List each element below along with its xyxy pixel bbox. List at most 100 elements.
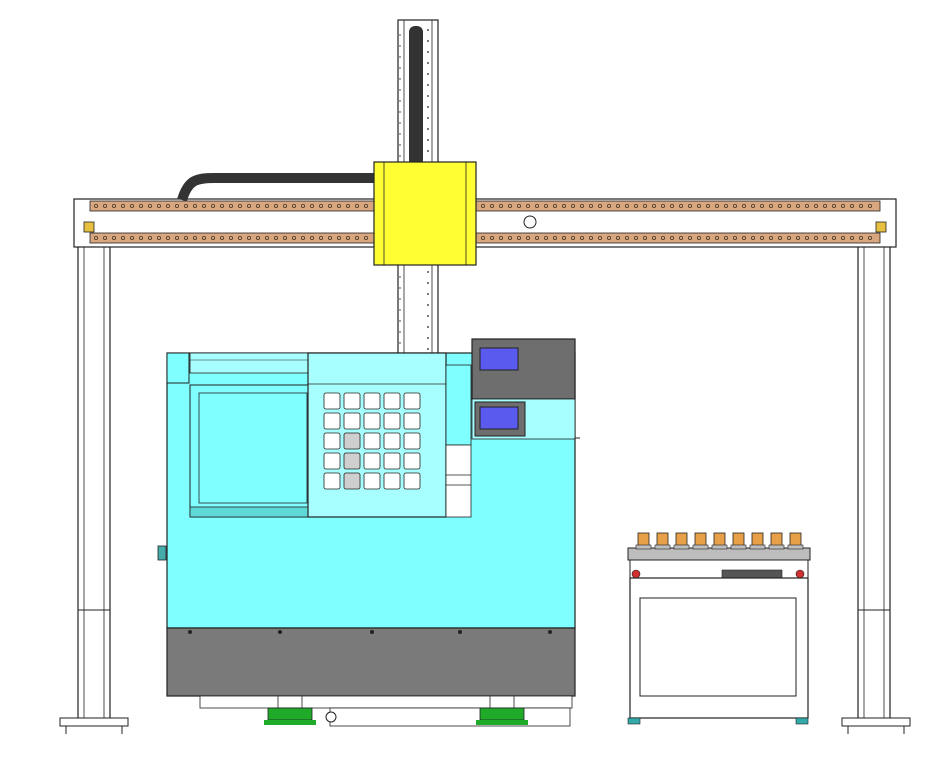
- rail-bolt: [805, 203, 810, 208]
- rail-bolt: [165, 235, 170, 240]
- rail-bolt: [832, 235, 837, 240]
- rail-bolt: [625, 203, 630, 208]
- keypad-key: [403, 452, 421, 470]
- column-bolt: [427, 150, 429, 152]
- rail-bolt: [751, 235, 756, 240]
- rail-bolt: [318, 235, 323, 240]
- rail-bolt: [607, 235, 612, 240]
- column-bolt: [399, 122, 401, 124]
- rail-bolt: [517, 235, 522, 240]
- rail-bolt: [715, 235, 720, 240]
- rail-bolt: [129, 235, 134, 240]
- keypad-key: [403, 392, 421, 410]
- rail-bolt: [634, 203, 639, 208]
- pallet-cone: [770, 532, 783, 547]
- rail-bolt: [562, 203, 567, 208]
- column-bolt: [427, 73, 429, 75]
- column-bolt: [399, 89, 401, 91]
- rail-bolt: [363, 203, 368, 208]
- pallet-cone: [637, 532, 650, 547]
- column-bolt: [427, 337, 429, 339]
- rail-bolt: [264, 235, 269, 240]
- rail-bolt: [201, 235, 206, 240]
- rail-bolt: [147, 203, 152, 208]
- column-bolt: [399, 298, 401, 300]
- column-bolt: [427, 293, 429, 295]
- rail-bolt: [787, 203, 792, 208]
- keypad-key: [343, 392, 361, 410]
- rail-bolt: [769, 235, 774, 240]
- pallet-cone: [751, 532, 764, 547]
- rail-bolt: [805, 235, 810, 240]
- column-bolt: [399, 111, 401, 113]
- rail-bolt: [760, 203, 765, 208]
- rail-bolt: [138, 203, 143, 208]
- rail-bolt: [553, 235, 558, 240]
- rail-bolt: [814, 235, 819, 240]
- rail-bolt: [679, 203, 684, 208]
- rail-bolt: [634, 235, 639, 240]
- rail-bolt: [345, 235, 350, 240]
- keypad-key: [363, 452, 381, 470]
- rail-bolt: [706, 235, 711, 240]
- rail-bolt: [273, 235, 278, 240]
- keypad-key: [383, 392, 401, 410]
- column-bolt: [427, 40, 429, 42]
- pallet-seat: [749, 544, 766, 550]
- rail-bolt: [850, 235, 855, 240]
- rail-bolt: [625, 235, 630, 240]
- rail-bolt: [868, 235, 873, 240]
- keypad-key: [403, 412, 421, 430]
- column-bolt: [427, 271, 429, 273]
- rail-bolt: [345, 203, 350, 208]
- pallet-cone: [732, 532, 745, 547]
- rail-bolt: [859, 203, 864, 208]
- rail-bolt: [354, 203, 359, 208]
- rail-bolt: [733, 235, 738, 240]
- rail-bolt: [94, 235, 99, 240]
- bolt-icon: [795, 569, 805, 579]
- rail-bolt: [553, 203, 558, 208]
- rail-bolt: [796, 203, 801, 208]
- rail-bolt: [309, 235, 314, 240]
- z-cable-chain: [409, 26, 423, 166]
- rail-bolt: [498, 203, 503, 208]
- right-leg: [841, 245, 911, 734]
- rail-bolt: [210, 203, 215, 208]
- keypad-key: [403, 432, 421, 450]
- pallet-cone: [675, 532, 688, 547]
- rail-bolt: [652, 235, 657, 240]
- column-bolt: [399, 144, 401, 146]
- keypad-key: [363, 432, 381, 450]
- rail-bolt: [327, 203, 332, 208]
- handle-icon: [157, 545, 167, 561]
- rail-bolt: [589, 203, 594, 208]
- rail-bolt: [580, 203, 585, 208]
- rail-bolt: [121, 235, 126, 240]
- rail-bolt: [489, 235, 494, 240]
- leveling-foot-icon: [264, 695, 316, 725]
- keypad-key: [383, 452, 401, 470]
- rail-bolt: [327, 235, 332, 240]
- keypad-key: [343, 452, 361, 470]
- rail-bolt: [544, 235, 549, 240]
- pallet-station: [627, 532, 811, 725]
- column-bolt: [427, 106, 429, 108]
- rail-bolt: [868, 203, 873, 208]
- rail-bolt: [526, 235, 531, 240]
- rail-bolt: [112, 203, 117, 208]
- column-bolt: [427, 315, 429, 317]
- keypad-key: [323, 392, 341, 410]
- keypad-key: [323, 452, 341, 470]
- column-bolt: [427, 304, 429, 306]
- rail-bolt: [571, 203, 576, 208]
- column-bolt: [399, 331, 401, 333]
- left-limit-switch: [83, 221, 95, 233]
- rail-bolt: [354, 235, 359, 240]
- control-screen-upper: [479, 347, 519, 371]
- rail-bolt: [174, 203, 179, 208]
- rail-bolt: [210, 235, 215, 240]
- rail-bolt: [526, 203, 531, 208]
- pallet-cone: [789, 532, 802, 547]
- rail-bolt: [670, 203, 675, 208]
